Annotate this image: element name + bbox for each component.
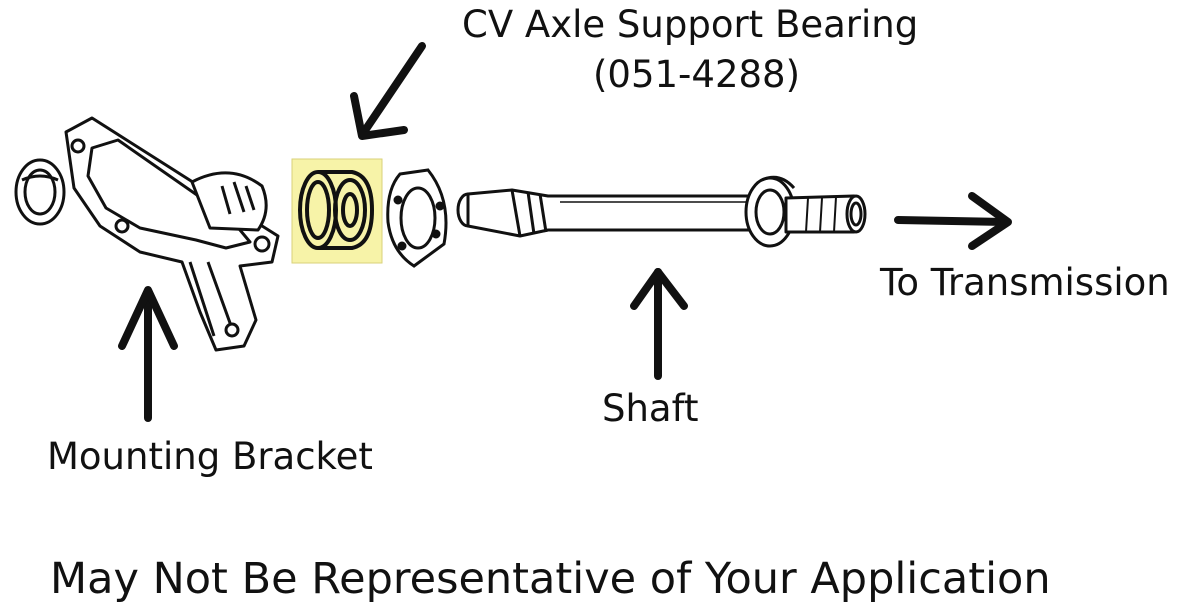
arrow-to-shaft [630, 268, 688, 380]
arrow-to-transmission [894, 192, 1012, 250]
seal-ring-left [14, 158, 66, 226]
arrow-to-bearing [350, 42, 426, 140]
mounting-bracket-part [64, 116, 280, 352]
bearing-title-label: CV Axle Support Bearing [462, 3, 919, 46]
retaining-plate-part [386, 168, 448, 268]
mounting-bracket-label: Mounting Bracket [47, 435, 373, 478]
disclaimer-text: May Not Be Representative of Your Applic… [50, 554, 1051, 604]
bearing-part-number-label: (051-4288) [593, 53, 801, 96]
to-transmission-label: To Transmission [880, 261, 1170, 304]
arrow-to-bracket [118, 286, 178, 422]
axle-shaft-part [456, 175, 867, 248]
support-bearing-part [298, 170, 375, 250]
shaft-label: Shaft [602, 387, 699, 430]
